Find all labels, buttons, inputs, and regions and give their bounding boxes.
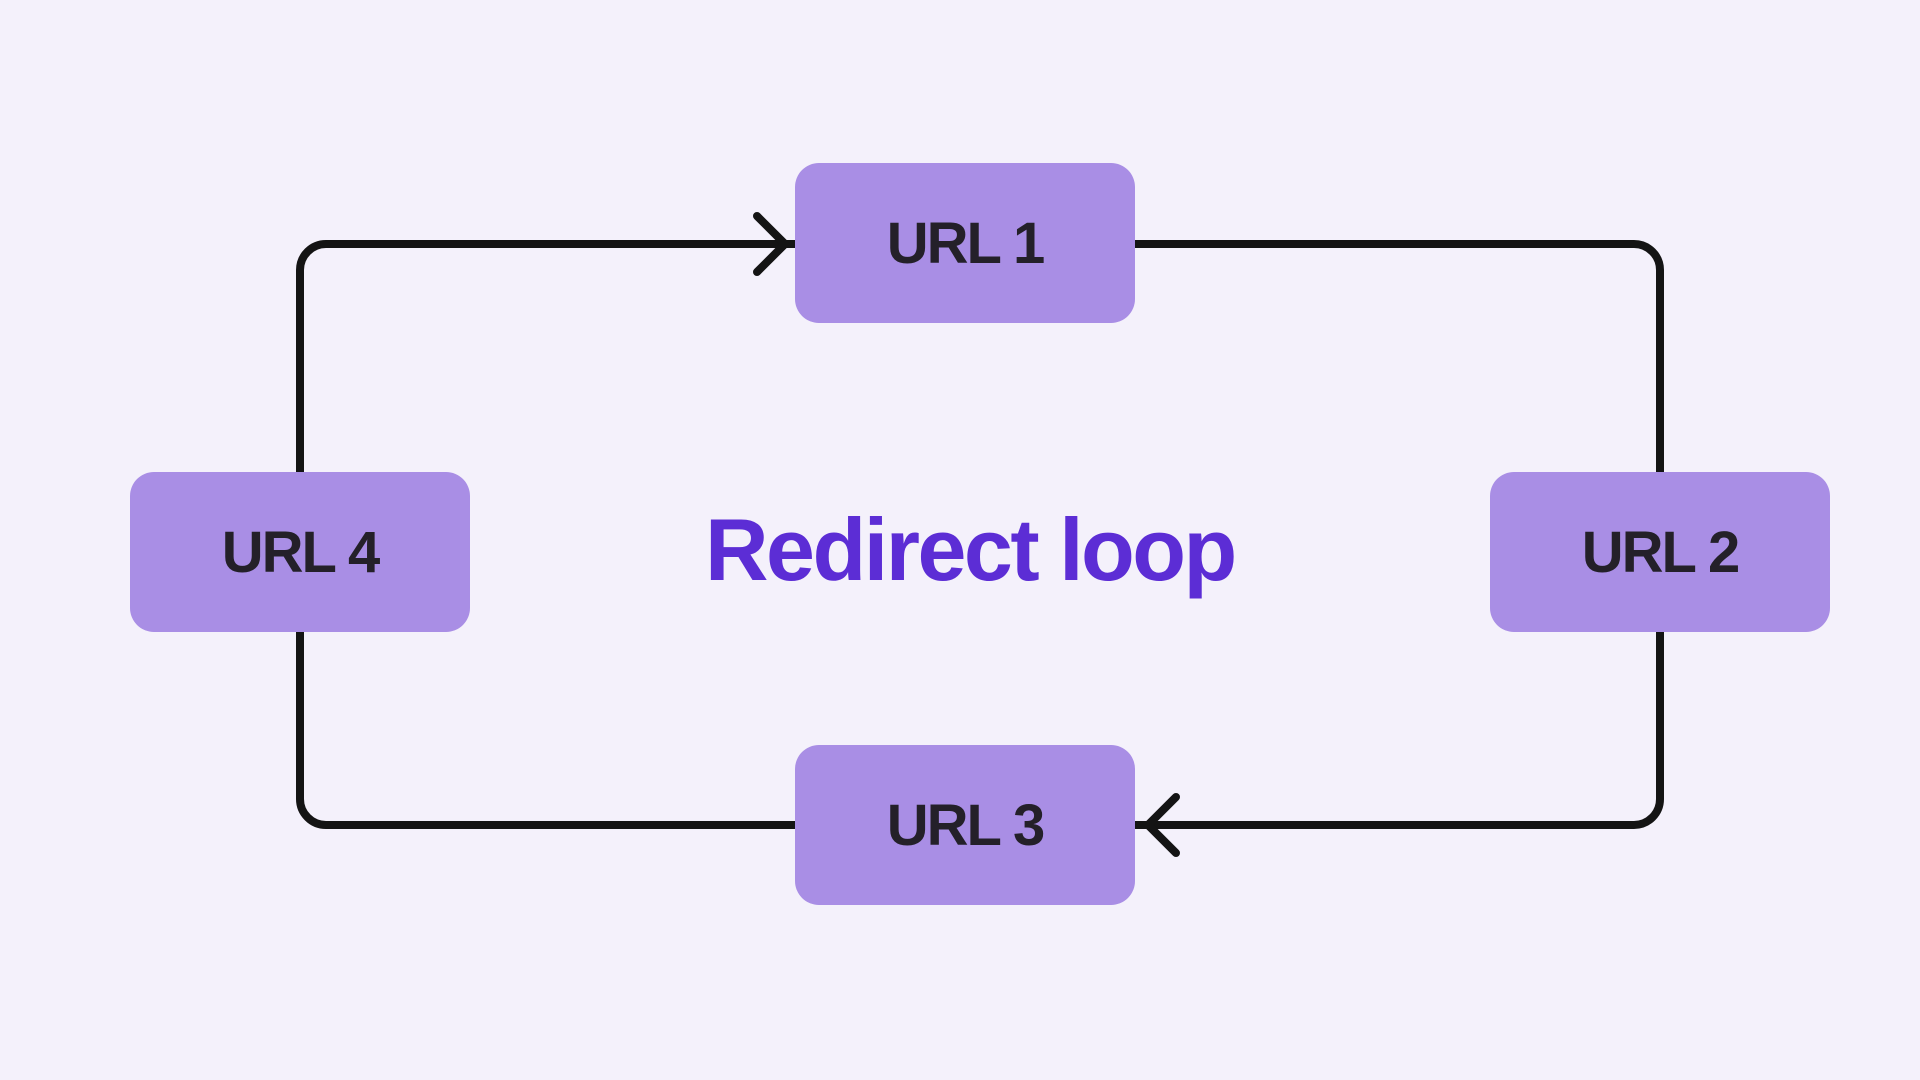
loop-connector-path [296,240,1664,829]
node-url-3: URL 3 [795,745,1135,905]
arrowhead-into-url3-icon [1144,793,1180,857]
node-url-1: URL 1 [795,163,1135,323]
arrowhead-into-url1-icon [753,212,789,276]
node-url-3-label: URL 3 [886,792,1046,858]
node-url-4: URL 4 [130,472,470,632]
node-url-4-label: URL 4 [221,519,381,585]
node-url-2: URL 2 [1490,472,1830,632]
diagram-title: Redirect loop [705,500,1237,599]
node-url-2-label: URL 2 [1581,519,1741,585]
node-url-1-label: URL 1 [886,210,1046,276]
